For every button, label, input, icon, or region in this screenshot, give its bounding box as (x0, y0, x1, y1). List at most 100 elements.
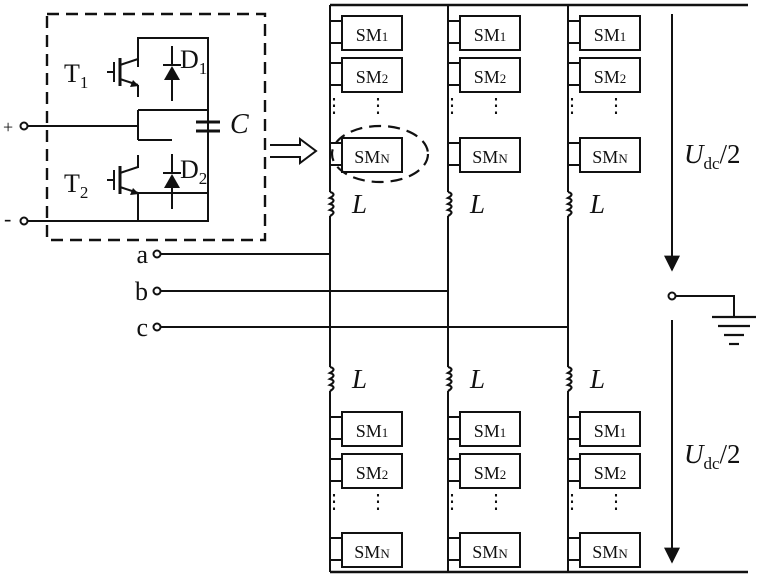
leg-a-lower-sm2-label: SM2 (356, 463, 389, 483)
leg-b-upper-ellipsis-left-main: ⋮ (442, 95, 462, 117)
leg-c-lower-ellipsis-left-main: ⋮ (562, 491, 582, 513)
submodule-detail-frame (45, 12, 267, 242)
leg-a-upper-sm2-label: SM2 (356, 67, 389, 87)
leg-c-upper-smN (579, 137, 641, 173)
leg-a-lower-sm2 (341, 453, 403, 489)
leg-a-lower-sm1-label: SM1 (356, 421, 389, 441)
leg-c-lower-inductor-label-main: L (589, 364, 605, 394)
leg-a-lower-smN (341, 532, 403, 568)
phase-c-label: c (136, 313, 148, 342)
phase-c-terminal (152, 322, 162, 332)
leg-a-upper-sm2-label-main: SM (356, 67, 382, 87)
leg-c-lower-smN-label: SMN (592, 542, 628, 562)
leg-c-upper-smN-label-main: SM (592, 147, 618, 167)
leg-b-upper-sm1 (459, 15, 521, 51)
leg-c-upper-sm2-label: SM2 (594, 67, 627, 87)
leg-a-lower-smN-label: SMN (354, 542, 390, 562)
leg-b-upper-inductor-label-main: L (469, 189, 485, 219)
diode-d2-triangle (164, 174, 180, 188)
leg-a-upper-ellipsis-right-main: ⋮ (368, 95, 388, 117)
leg-c-lower-smN (579, 532, 641, 568)
igbt-t1-emitter-arrow (130, 80, 139, 87)
leg-c-upper-smN-label-subscript: N (618, 151, 628, 166)
leg-c-lower-sm2-label-main: SM (594, 463, 620, 483)
leg-b-upper-sm2 (459, 57, 521, 93)
leg-c-upper-sm1-label-main: SM (594, 25, 620, 45)
igbt-t2-emitter-arrow (130, 188, 139, 195)
capacitor-label-main: C (230, 109, 249, 140)
d1-label-main: D (180, 45, 199, 74)
leg-b-upper-ellipsis-left: ⋮ (442, 95, 462, 117)
udc-upper-label-main: U (684, 139, 705, 169)
leg-a-upper-ellipsis-left-main: ⋮ (324, 95, 344, 117)
leg-b-lower-sm2-label: SM2 (474, 463, 507, 483)
leg-b-upper-ellipsis-right-main: ⋮ (486, 95, 506, 117)
leg-b-upper-sm2-label: SM2 (474, 67, 507, 87)
leg-a-lower-ellipsis-left: ⋮ (324, 491, 344, 513)
leg-a-upper-smN-label-main: SM (354, 147, 380, 167)
leg-b-lower-ellipsis-right-main: ⋮ (486, 491, 506, 513)
leg-c-upper-ellipsis-right: ⋮ (606, 95, 626, 117)
leg-b-lower-sm2-label-subscript: 2 (500, 467, 507, 482)
capacitor-label: C (230, 109, 249, 140)
d1-label: D1 (180, 45, 207, 78)
leg-a-upper-sm1-label-main: SM (356, 25, 382, 45)
leg-c-upper-sm1-label-subscript: 1 (620, 29, 627, 44)
udc-lower-label-subscript: dc (704, 454, 721, 473)
udc-upper-label-suffix: /2 (720, 139, 741, 169)
leg-b-lower-ellipsis-right: ⋮ (486, 491, 506, 513)
leg-b-lower-smN (459, 532, 521, 568)
leg-c-lower-smN-label-main: SM (592, 542, 618, 562)
t2-label-main: T (64, 169, 80, 198)
leg-b-upper-ellipsis-right: ⋮ (486, 95, 506, 117)
leg-b-upper-smN-label: SMN (472, 147, 508, 167)
leg-c-upper-sm2-label-main: SM (594, 67, 620, 87)
leg-b-upper-sm2-label-subscript: 2 (500, 71, 507, 86)
leg-b-lower-sm2-label-main: SM (474, 463, 500, 483)
t2-label-subscript: 2 (80, 183, 89, 202)
leg-b-upper-smN-label-subscript: N (498, 151, 508, 166)
leg-b-lower-smN-label-subscript: N (498, 546, 508, 561)
igbt-t1-collector-stub (119, 58, 139, 66)
leg-a-lower-smN-label-subscript: N (380, 546, 390, 561)
leg-a-lower-sm1 (341, 411, 403, 447)
leg-c-lower-ellipsis-left: ⋮ (562, 491, 582, 513)
leg-b-lower-smN-label-main: SM (472, 542, 498, 562)
leg-a-lower-ellipsis-left-main: ⋮ (324, 491, 344, 513)
leg-c-lower-inductor-label: L (589, 364, 605, 394)
leg-c-lower-sm1-label-subscript: 1 (620, 425, 627, 440)
t1-label: T1 (64, 59, 88, 92)
leg-b-upper-smN-label-main: SM (472, 147, 498, 167)
leg-a-upper-smN (341, 137, 403, 173)
t1-label-main: T (64, 59, 80, 88)
diode-d1-triangle (164, 66, 180, 80)
terminal-minus-label-main: - (4, 206, 11, 231)
leg-a-upper-ellipsis-left: ⋮ (324, 95, 344, 117)
leg-a-upper-sm1-label: SM1 (356, 25, 389, 45)
udc-upper-label-subscript: dc (704, 154, 721, 173)
neutral-terminal (667, 291, 677, 301)
leg-c-lower-inductor (565, 365, 573, 392)
d2-label: D2 (180, 155, 207, 188)
leg-c-upper-ellipsis-left-main: ⋮ (562, 95, 582, 117)
leg-a-upper-ellipsis-right: ⋮ (368, 95, 388, 117)
module-terminal-plus (19, 121, 29, 131)
leg-b-lower-ellipsis-left: ⋮ (442, 491, 462, 513)
detail-pointer-arrow (270, 137, 318, 165)
leg-b-upper-smN (459, 137, 521, 173)
udc-lower-label-suffix: /2 (720, 439, 741, 469)
leg-c-upper-ellipsis-left: ⋮ (562, 95, 582, 117)
leg-c-lower-sm2-label: SM2 (594, 463, 627, 483)
ground-wire (676, 295, 735, 317)
terminal-plus-label-main: + (3, 117, 13, 137)
phase-a-label: a (136, 240, 148, 269)
udc-lower-label-main: U (684, 439, 705, 469)
terminal-plus-label: + (3, 117, 13, 137)
leg-c-lower-ellipsis-right-main: ⋮ (606, 491, 626, 513)
leg-b-lower-sm1-label-subscript: 1 (500, 425, 507, 440)
terminal-minus-label: - (4, 206, 11, 231)
leg-a-upper-sm2-label-subscript: 2 (382, 71, 389, 86)
leg-a-lower-inductor (327, 365, 335, 392)
